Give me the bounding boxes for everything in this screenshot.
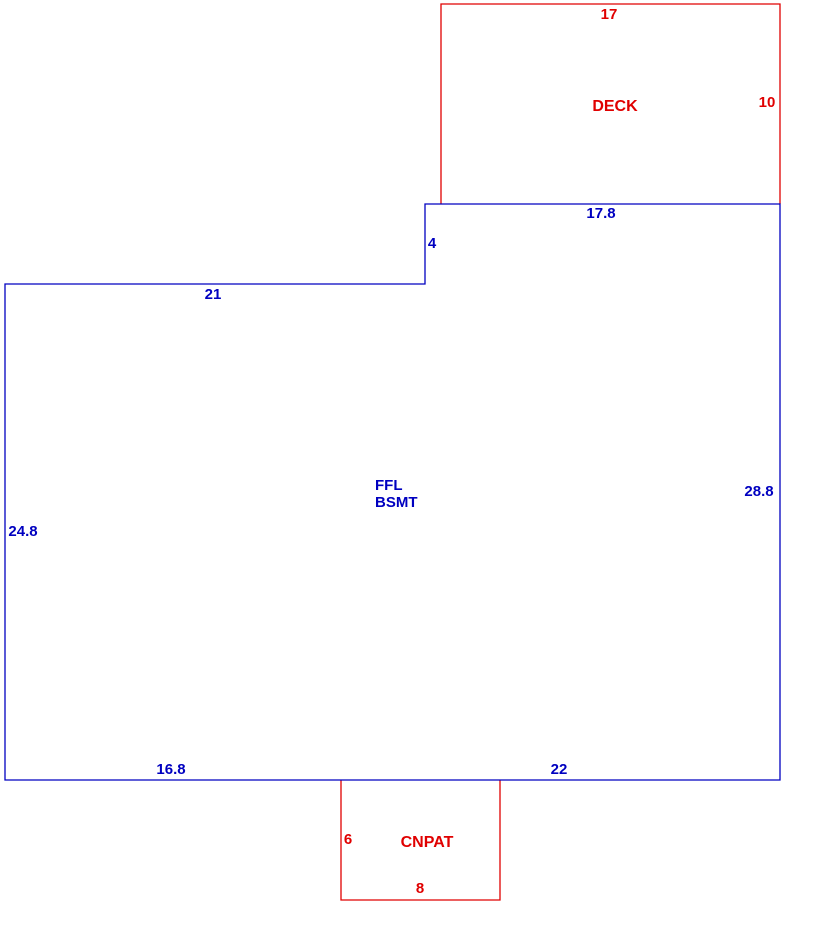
main-dim-top-left: 21 [205, 286, 222, 303]
patio-label: CNPAT [401, 834, 454, 851]
main-area-outline [4, 203, 781, 781]
main-dim-bottom-right: 22 [551, 761, 568, 778]
main-dim-bottom-left: 16.8 [156, 761, 185, 778]
patio-dim-bottom: 8 [416, 880, 424, 897]
main-dim-left: 24.8 [8, 523, 37, 540]
deck-outline [440, 3, 781, 204]
main-dim-top-right: 17.8 [586, 205, 615, 222]
main-dim-right: 28.8 [744, 483, 773, 500]
deck-dim-right: 10 [759, 94, 776, 111]
main-dim-step: 4 [428, 235, 437, 252]
main-area-label-line2: BSMT [375, 494, 418, 511]
main-area-label-line1: FFL [375, 477, 403, 494]
deck-dim-top: 17 [601, 6, 618, 23]
patio-dim-left: 6 [344, 831, 352, 848]
patio-outline [340, 780, 501, 901]
deck-label: DECK [592, 98, 638, 115]
